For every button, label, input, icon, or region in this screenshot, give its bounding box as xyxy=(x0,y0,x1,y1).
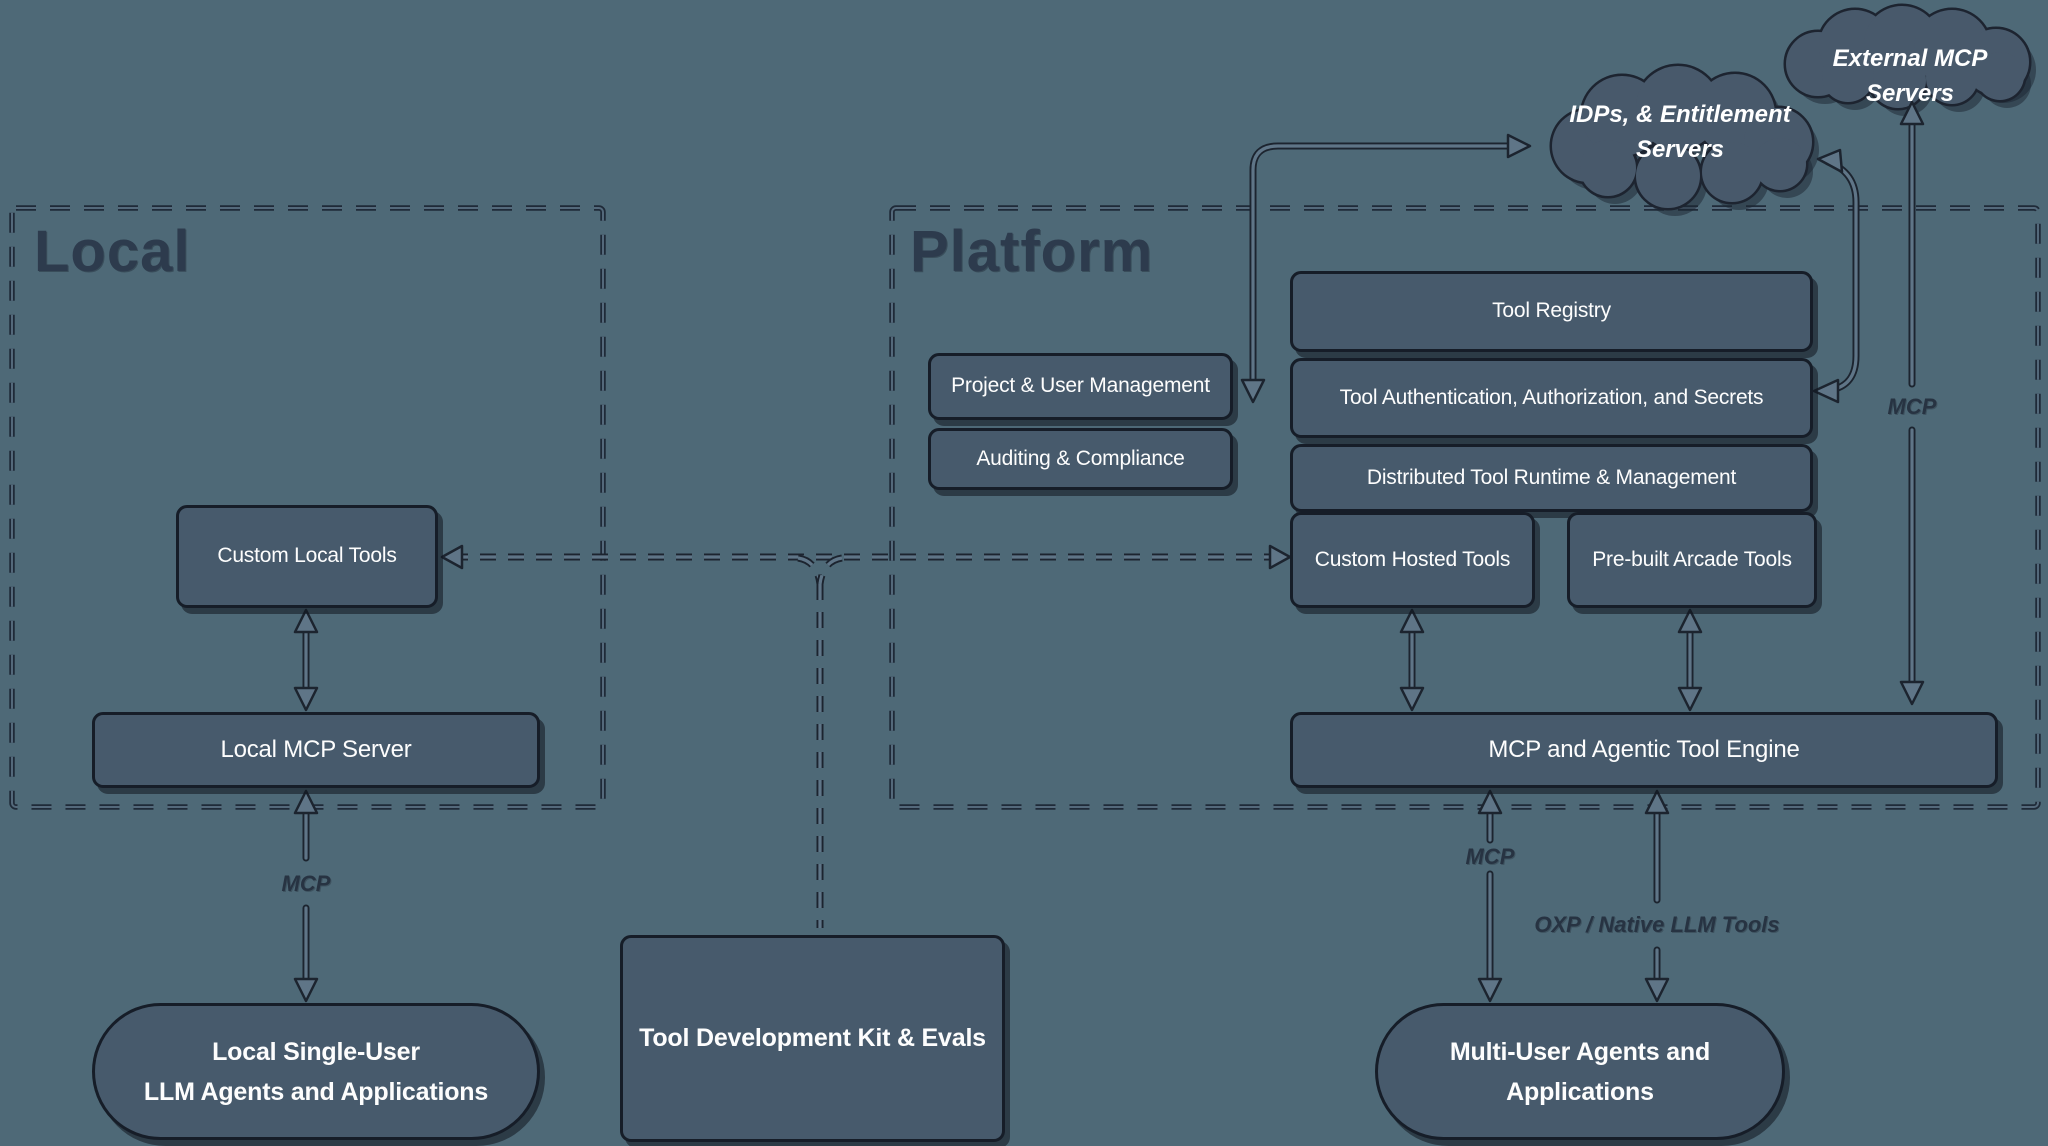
auditing-compliance-box: Auditing & Compliance xyxy=(928,428,1233,490)
edge-custom-hosted-to-engine xyxy=(1399,608,1425,712)
multi-user-line1: Multi-User Agents and xyxy=(1449,1037,1711,1066)
edge-custom-local-to-local-mcp xyxy=(293,608,319,712)
idps-cloud xyxy=(1549,63,1819,216)
edge-custom-local-to-custom-hosted xyxy=(440,544,1292,570)
mcp-edge-label-local: MCP xyxy=(281,871,331,896)
idps-cloud-label-line2: Servers xyxy=(1635,135,1725,163)
edge-engine-to-multi-mcp xyxy=(1477,789,1503,1003)
mcp-edge-label-engine: MCP xyxy=(1465,844,1515,869)
external-mcp-cloud xyxy=(1783,3,2036,116)
edge-engine-to-multi-oxp xyxy=(1644,789,1670,1003)
local-single-user-line1: Local Single-User xyxy=(212,1037,420,1066)
oxp-edge-label: OXP / Native LLM Tools xyxy=(1534,912,1780,937)
platform-container-border xyxy=(889,205,2041,810)
tool-auth-box: Tool Authentication, Authorization, and … xyxy=(1290,358,1813,438)
edge-branch-to-tdk xyxy=(797,554,843,928)
custom-hosted-tools-box: Custom Hosted Tools xyxy=(1290,512,1535,608)
idps-cloud-label-line1: IDPs, & Entitlement xyxy=(1569,101,1791,128)
platform-section-title: Platform xyxy=(910,219,1154,284)
tool-registry-box: Tool Registry xyxy=(1290,271,1813,352)
local-section-title: Local xyxy=(34,219,191,284)
custom-local-tools-box: Custom Local Tools xyxy=(176,505,438,608)
edge-external-cloud-to-engine xyxy=(1899,100,1925,706)
local-mcp-server-box: Local MCP Server xyxy=(92,712,540,788)
tool-development-kit-box: Tool Development Kit & Evals xyxy=(620,935,1005,1142)
edge-tool-auth-to-idps-right xyxy=(1812,148,1860,404)
distributed-runtime-box: Distributed Tool Runtime & Management xyxy=(1290,444,1813,512)
mcp-agentic-tool-engine-box: MCP and Agentic Tool Engine xyxy=(1290,712,1998,788)
edge-prebuilt-to-engine xyxy=(1677,608,1703,712)
prebuilt-arcade-tools-box: Pre-built Arcade Tools xyxy=(1567,512,1817,608)
multi-user-agents-pill: Multi-User Agents and Applications xyxy=(1375,1003,1785,1140)
local-single-user-agents-pill: Local Single-User LLM Agents and Applica… xyxy=(92,1003,540,1140)
multi-user-line2: Applications xyxy=(1506,1077,1654,1106)
edge-platform-to-idps-left xyxy=(1240,133,1532,404)
external-mcp-cloud-label: External MCP Servers xyxy=(1832,45,1988,107)
local-single-user-line2: LLM Agents and Applications xyxy=(143,1077,489,1106)
edge-local-mcp-to-local-agents xyxy=(293,789,319,1003)
mcp-edge-label-external: MCP xyxy=(1887,394,1937,419)
idps-cloud-label: IDPs, & Entitlement Servers xyxy=(1560,98,1800,168)
project-user-management-box: Project & User Management xyxy=(928,353,1233,420)
